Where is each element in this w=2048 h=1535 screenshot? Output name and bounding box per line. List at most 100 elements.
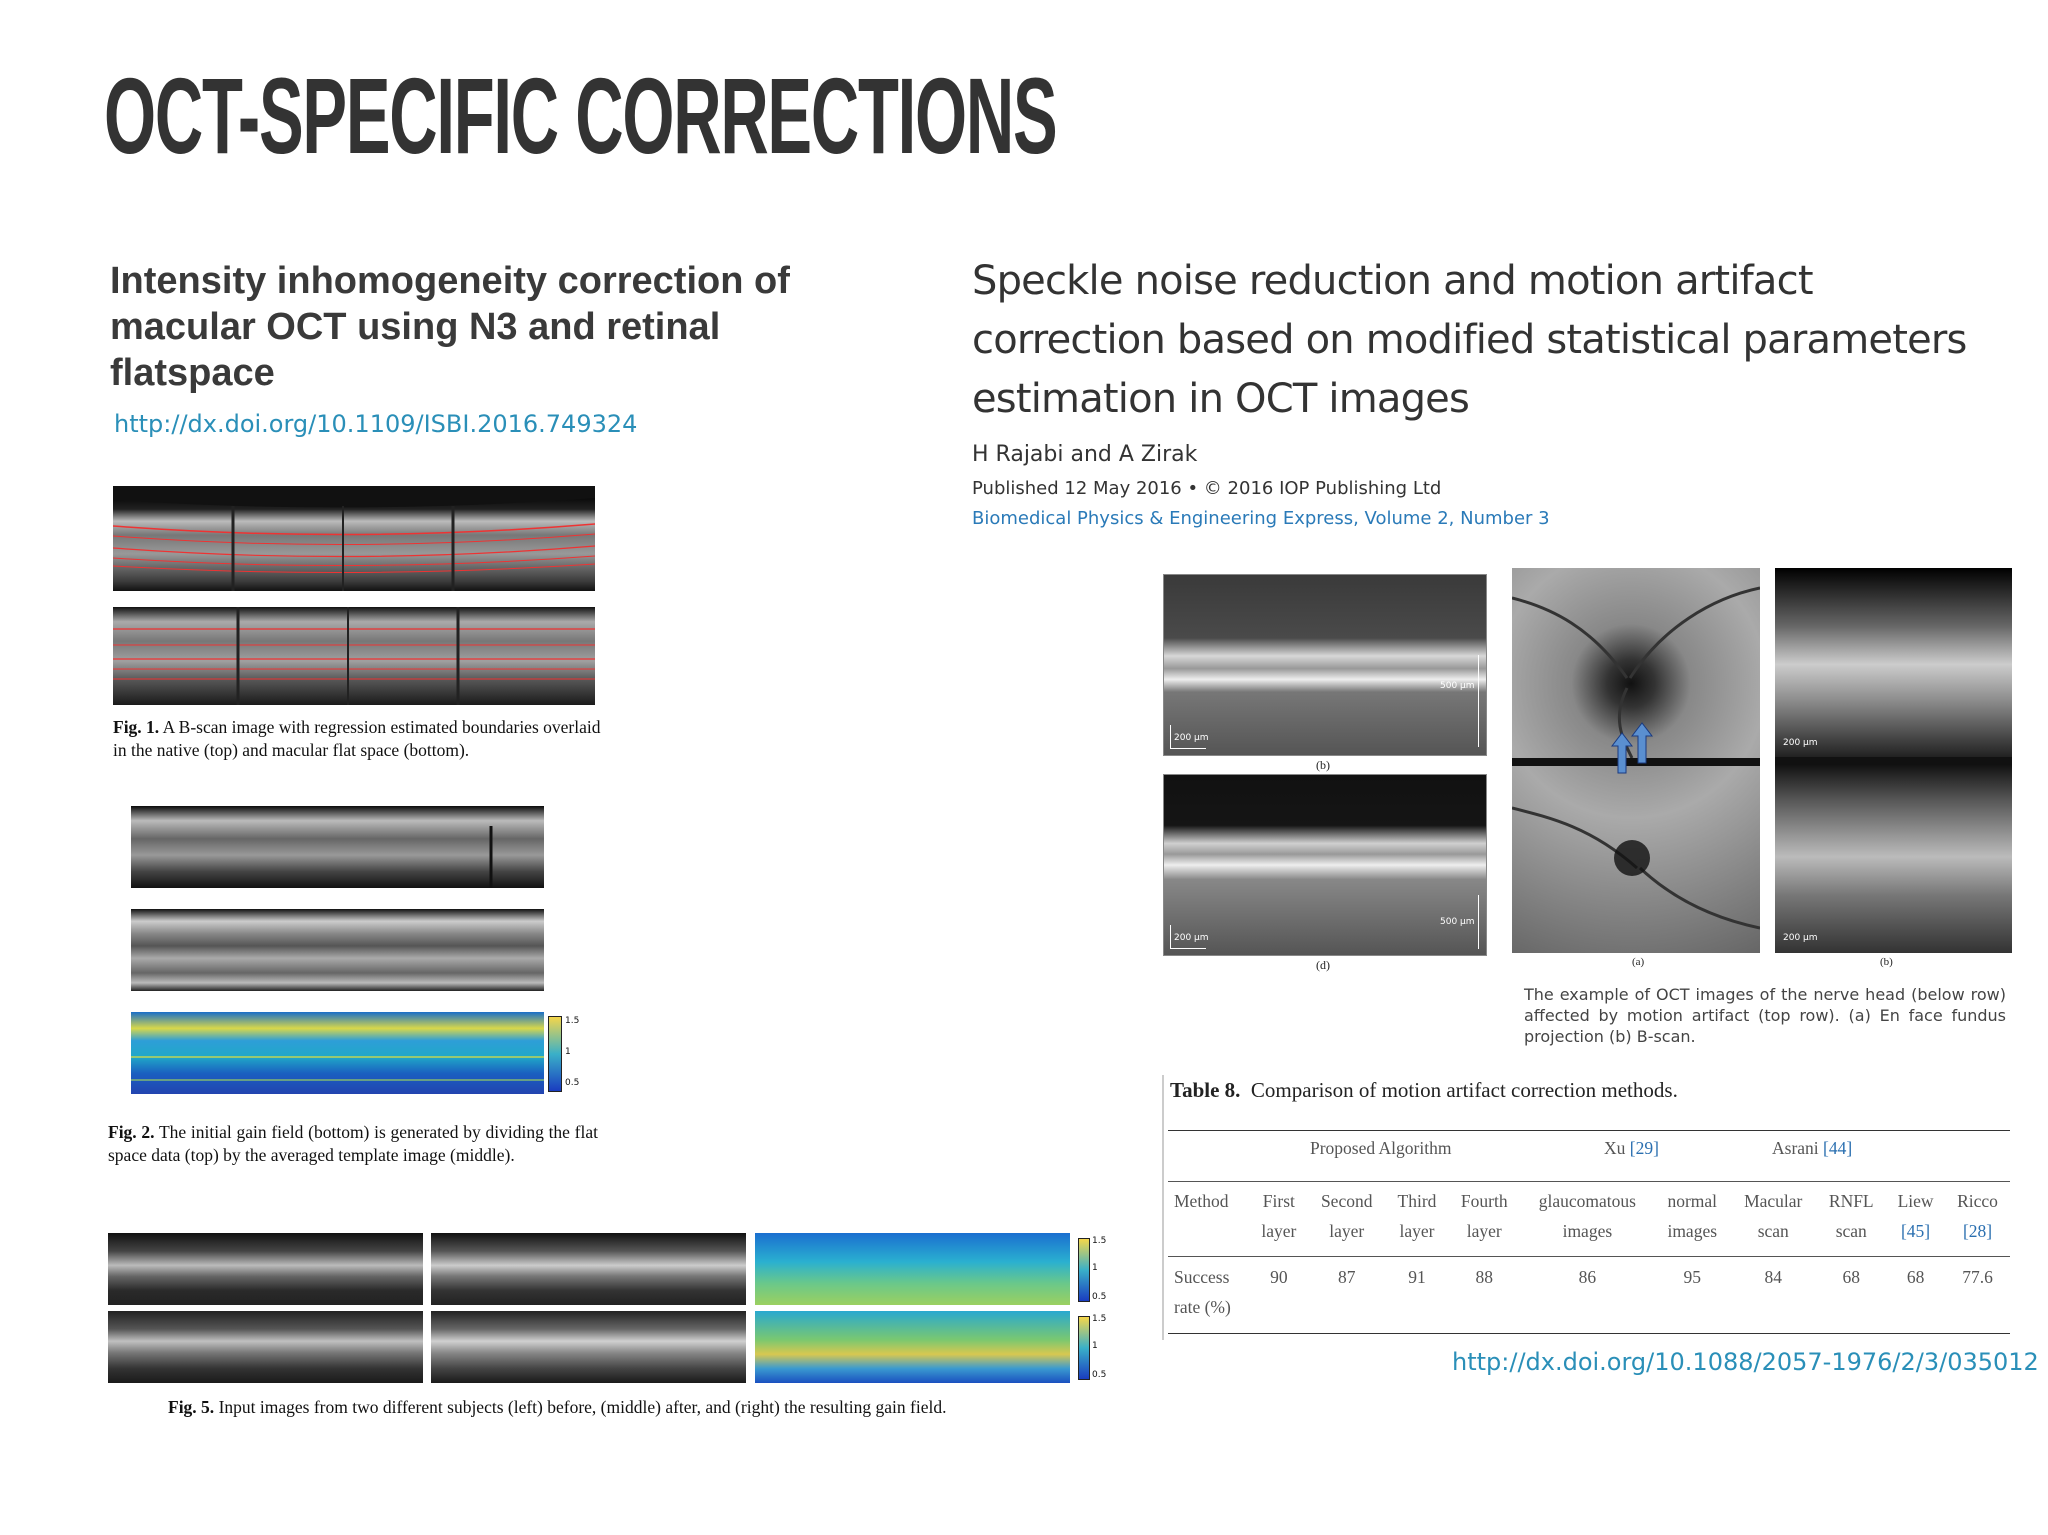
rp-bscan-d-scale-vertical bbox=[1170, 925, 1171, 949]
fig5-subject1-gain-field bbox=[755, 1233, 1070, 1305]
fig5-colorbar-bottom-max: 1.5 bbox=[1092, 1314, 1107, 1324]
rp-bscan-d-scale-500: 500 μm bbox=[1440, 917, 1475, 927]
rp-label-b2: (b) bbox=[1880, 956, 1893, 968]
cell-first-layer: 90 bbox=[1270, 1267, 1288, 1287]
group-xu: Xu [29] bbox=[1604, 1138, 1659, 1159]
fig1-caption-text: A B-scan image with regression estimated… bbox=[113, 717, 601, 760]
group-proposed-algorithm: Proposed Algorithm bbox=[1310, 1138, 1452, 1158]
fig1-caption: Fig. 1. A B-scan image with regression e… bbox=[113, 716, 603, 762]
fig1-label: Fig. 1. bbox=[113, 717, 160, 737]
cell-macular-scan: 84 bbox=[1764, 1267, 1782, 1287]
fig2-gain-field bbox=[131, 1012, 544, 1094]
cell-fourth-layer: 88 bbox=[1475, 1267, 1494, 1287]
fig5-colorbar-bottom-mid: 1 bbox=[1092, 1341, 1098, 1351]
fig2-caption-text: The initial gain field (bottom) is gener… bbox=[108, 1122, 598, 1165]
fig5-colorbar-bottom-min: 0.5 bbox=[1092, 1370, 1107, 1380]
right-paper-published: Published 12 May 2016 • © 2016 IOP Publi… bbox=[972, 478, 1442, 499]
fig5-subject2-after bbox=[431, 1311, 746, 1383]
fig5-subject2-before bbox=[108, 1311, 423, 1383]
cell-normal-images: 95 bbox=[1683, 1267, 1702, 1287]
rp-bscan-d-scale-horizontal bbox=[1170, 948, 1206, 949]
table-title: Comparison of motion artifact correction… bbox=[1250, 1078, 1678, 1102]
rp-bscan-d: 200 μm 500 μm bbox=[1163, 774, 1487, 956]
rp-bscan-d-scale-depth bbox=[1478, 895, 1479, 949]
fig2-flat-space-data bbox=[131, 806, 544, 888]
fig1-flat-space-bscan bbox=[113, 607, 595, 705]
left-paper-doi-link[interactable]: http://dx.doi.org/10.1109/ISBI.2016.7493… bbox=[114, 410, 638, 438]
fig2-label: Fig. 2. bbox=[108, 1122, 155, 1142]
left-paper-title: Intensity inhomogeneity correction of ma… bbox=[110, 260, 790, 394]
fig5-caption: Fig. 5. Input images from two different … bbox=[168, 1396, 946, 1419]
table-group-rule bbox=[1168, 1181, 2010, 1182]
slide-title: OCT-SPECIFIC CORRECTIONS bbox=[104, 55, 1058, 176]
group-asrani-cite[interactable]: [44] bbox=[1823, 1138, 1853, 1158]
rp-bscan-b-scale-depth bbox=[1478, 655, 1479, 747]
fig1-native-bscan bbox=[113, 486, 595, 591]
rp-label-b: (b) bbox=[1316, 758, 1330, 772]
fig5-subject2-gain-field bbox=[755, 1311, 1070, 1383]
fig2-colorbar-min: 0.5 bbox=[565, 1078, 580, 1088]
group-xu-text: Xu bbox=[1604, 1138, 1630, 1158]
fig5-colorbar-top-min: 0.5 bbox=[1092, 1292, 1107, 1302]
fig2-colorbar bbox=[548, 1016, 562, 1092]
fig2-caption: Fig. 2. The initial gain field (bottom) … bbox=[108, 1121, 598, 1167]
rp-figure-caption: The example of OCT images of the nerve h… bbox=[1524, 985, 2006, 1046]
rp-enface-fundus bbox=[1512, 568, 1760, 953]
fig5-colorbar-top-mid: 1 bbox=[1092, 1263, 1098, 1273]
cell-glaucomatous-images: 86 bbox=[1578, 1267, 1597, 1287]
table-label: Table 8. bbox=[1170, 1078, 1241, 1102]
col-ricco: Ricco[28] bbox=[1957, 1191, 1998, 1241]
cell-rnfl-scan: 68 bbox=[1842, 1267, 1861, 1287]
fig5-colorbar-bottom bbox=[1078, 1316, 1090, 1380]
table-header-rule bbox=[1168, 1256, 2010, 1257]
group-asrani-text: Asrani bbox=[1772, 1138, 1824, 1158]
fig2-colorbar-max: 1.5 bbox=[565, 1016, 580, 1026]
rp-bscan-b: 200 μm 500 μm bbox=[1163, 574, 1487, 756]
rp-label-d: (d) bbox=[1316, 958, 1330, 972]
rp-bscan-b-scale-horizontal bbox=[1170, 748, 1206, 749]
fig2-template-image bbox=[131, 909, 544, 991]
fig5-colorbar-top-max: 1.5 bbox=[1092, 1236, 1107, 1246]
cell-ricco: 77.6 bbox=[1962, 1267, 1993, 1287]
right-paper-doi-link[interactable]: http://dx.doi.org/10.1088/2057-1976/2/3/… bbox=[1452, 1348, 2039, 1376]
rp-bscan-nerve-head: 200 μm 200 μm bbox=[1775, 568, 2012, 953]
table-bottom-rule bbox=[1168, 1333, 2010, 1334]
rp-bscan-nerve-divider bbox=[1775, 757, 2012, 765]
fig5-label: Fig. 5. bbox=[168, 1397, 215, 1417]
cell-third-layer: 91 bbox=[1408, 1267, 1426, 1287]
group-asrani: Asrani [44] bbox=[1772, 1138, 1852, 1159]
rp-bscan-b-scale-vertical bbox=[1170, 725, 1171, 749]
fig5-colorbar-top bbox=[1078, 1238, 1090, 1302]
fig5-caption-text: Input images from two different subjects… bbox=[214, 1397, 947, 1417]
rp-bscan-b-scale-500: 500 μm bbox=[1440, 681, 1475, 691]
rp-label-a2: (a) bbox=[1632, 956, 1645, 968]
col-liew: Liew[45] bbox=[1897, 1191, 1934, 1241]
rp-bscan-b-scale-200: 200 μm bbox=[1174, 733, 1209, 743]
right-paper-journal-link[interactable]: Biomedical Physics & Engineering Express… bbox=[972, 508, 1550, 529]
group-xu-cite[interactable]: [29] bbox=[1629, 1138, 1659, 1158]
rp-bscan-d-scale-200: 200 μm bbox=[1174, 933, 1209, 943]
table-left-rule bbox=[1162, 1075, 1164, 1340]
cell-second-layer: 87 bbox=[1337, 1267, 1356, 1287]
fig5-subject1-before bbox=[108, 1233, 423, 1305]
col-method: Method bbox=[1174, 1191, 1229, 1211]
right-paper-authors: H Rajabi and A Zirak bbox=[972, 442, 1198, 467]
right-paper-title: Speckle noise reduction and motion artif… bbox=[972, 258, 1967, 422]
fig2-colorbar-mid: 1 bbox=[565, 1047, 571, 1057]
cell-liew: 68 bbox=[1906, 1267, 1925, 1287]
fig5-subject1-after bbox=[431, 1233, 746, 1305]
table-caption: Table 8. Comparison of motion artifact c… bbox=[1170, 1078, 1678, 1103]
